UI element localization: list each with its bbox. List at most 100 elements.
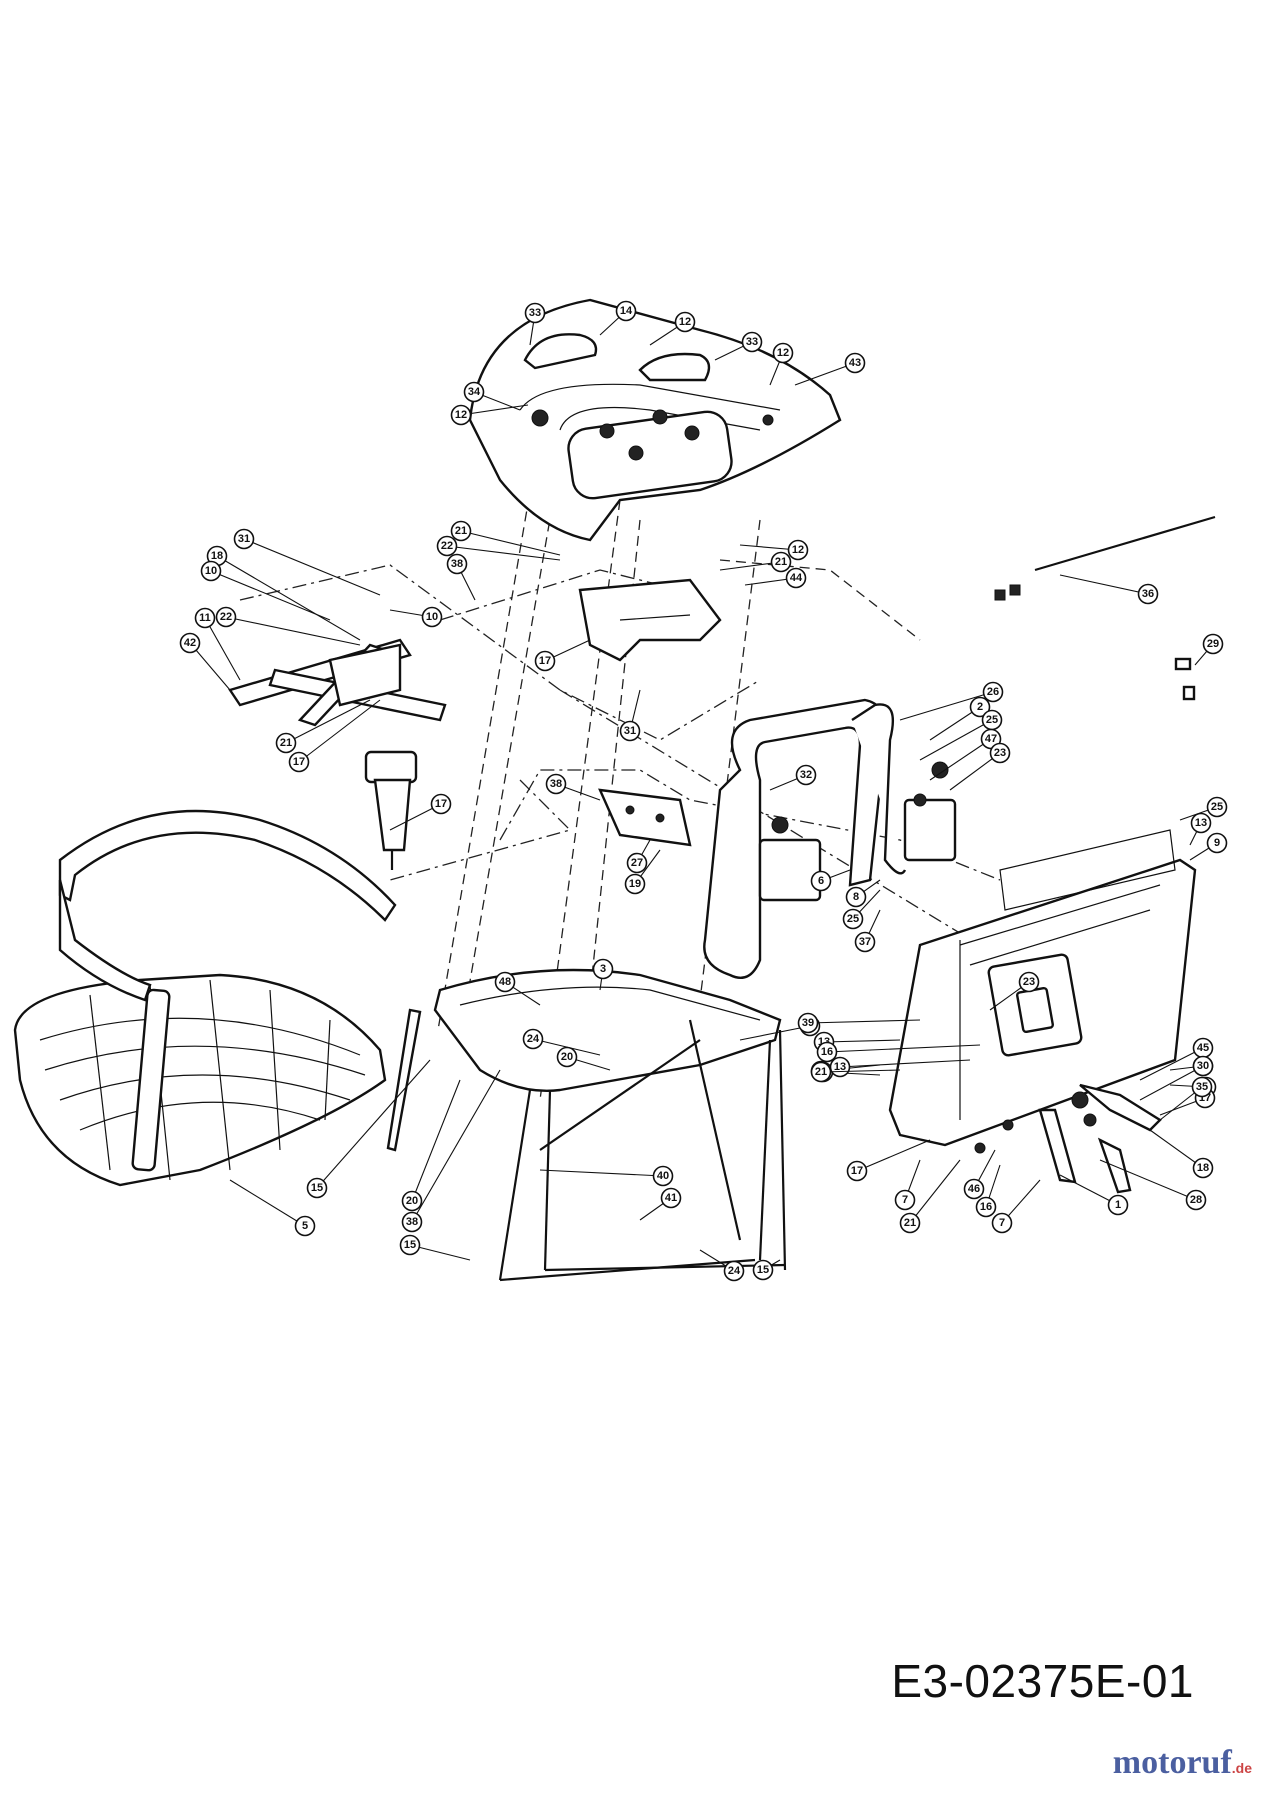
svg-text:12: 12 [455,409,467,421]
svg-text:13: 13 [834,1061,846,1073]
svg-text:13: 13 [1195,817,1207,829]
callout-7: 7 [991,1179,1041,1234]
svg-text:7: 7 [902,1194,908,1206]
callout-20: 20 [556,1046,611,1071]
svg-text:25: 25 [986,714,998,726]
callout-2: 2 [929,696,991,741]
callout-46: 46 [963,1149,996,1200]
callout-25: 25 [842,889,881,930]
callout-15: 15 [399,1234,471,1261]
callout-39: 39 [797,1012,921,1034]
svg-text:10: 10 [205,565,217,577]
callout-22: 22 [436,535,561,561]
callout-30: 30 [1139,1055,1214,1101]
svg-text:35: 35 [1196,1081,1208,1093]
svg-text:47: 47 [985,733,997,745]
callout-10: 10 [389,606,443,628]
svg-text:26: 26 [987,686,999,698]
hinge-bracket [598,788,692,847]
callout-6: 6 [810,869,851,892]
svg-text:21: 21 [455,525,467,537]
svg-text:18: 18 [211,550,223,562]
callout-44: 44 [744,567,807,589]
svg-text:33: 33 [529,307,541,319]
callout-29: 29 [1194,633,1224,666]
svg-text:31: 31 [238,533,250,545]
callout-38: 38 [401,1069,501,1233]
document-code: E3-02375E-01 [891,1655,1194,1707]
svg-text:36: 36 [1142,588,1154,600]
hoop-frame [703,698,957,980]
svg-text:2: 2 [977,701,983,713]
svg-text:29: 29 [1207,638,1219,650]
callout-24: 24 [522,1028,601,1056]
svg-text:17: 17 [851,1165,863,1177]
callout-21: 21 [899,1159,961,1234]
callout-21: 21 [275,699,371,754]
svg-text:20: 20 [406,1195,418,1207]
callout-3: 3 [592,958,614,991]
svg-text:43: 43 [849,357,861,369]
callout-36: 36 [1059,574,1159,605]
callout-31: 31 [233,528,381,596]
callout-10: 10 [200,560,331,621]
callout-48: 48 [494,971,541,1006]
svg-text:39: 39 [802,1017,814,1029]
callout-12: 12 [649,311,696,346]
svg-text:38: 38 [550,778,562,790]
callout-27: 27 [626,839,651,874]
switch-parts [1174,657,1196,701]
callout-14: 14 [599,300,637,336]
seat-bracket [578,578,722,662]
seat-rails [228,638,447,870]
callout-9: 9 [1189,832,1228,861]
svg-text:11: 11 [199,612,211,624]
callout-40: 40 [539,1165,674,1187]
callout-12: 12 [769,342,794,386]
svg-text:6: 6 [818,875,824,887]
svg-text:40: 40 [657,1170,669,1182]
svg-text:38: 38 [451,558,463,570]
callout-38: 38 [545,773,601,801]
callout-21: 21 [450,520,561,556]
svg-text:17: 17 [539,655,551,667]
svg-text:44: 44 [790,572,803,584]
svg-text:34: 34 [468,386,481,398]
svg-text:25: 25 [1211,801,1223,813]
svg-text:17: 17 [435,798,447,810]
callout-5: 5 [229,1179,316,1237]
callout-33: 33 [524,302,546,346]
callout-8: 8 [845,879,881,908]
svg-text:12: 12 [679,316,691,328]
callout-32: 32 [769,764,817,791]
svg-text:10: 10 [426,611,438,623]
svg-text:9: 9 [1214,837,1220,849]
callout-35: 35 [1159,1076,1213,1121]
callout-25: 25 [1179,796,1228,821]
svg-text:21: 21 [775,556,787,568]
svg-text:18: 18 [1197,1162,1209,1174]
svg-text:7: 7 [999,1217,1005,1229]
svg-text:23: 23 [994,747,1006,759]
callout-16: 16 [975,1164,1001,1218]
callout-26: 26 [899,681,1004,721]
callout-23: 23 [989,971,1040,1011]
lower-frame [433,968,787,1282]
svg-text:21: 21 [904,1217,916,1229]
svg-text:21: 21 [815,1066,827,1078]
callout-1: 1 [1059,1174,1129,1216]
callout-11: 11 [194,607,241,681]
callout-31: 31 [619,689,641,742]
svg-text:22: 22 [220,611,232,623]
svg-text:8: 8 [853,891,859,903]
callout-16: 16 [816,1041,981,1063]
svg-text:24: 24 [527,1033,540,1045]
callout-24: 24 [699,1249,745,1282]
callout-45: 45 [1139,1037,1214,1081]
svg-text:38: 38 [406,1216,418,1228]
callout-43: 43 [794,352,866,386]
svg-text:16: 16 [821,1046,833,1058]
callout-23: 23 [949,742,1011,791]
callout-12: 12 [739,539,809,561]
svg-text:17: 17 [293,756,305,768]
